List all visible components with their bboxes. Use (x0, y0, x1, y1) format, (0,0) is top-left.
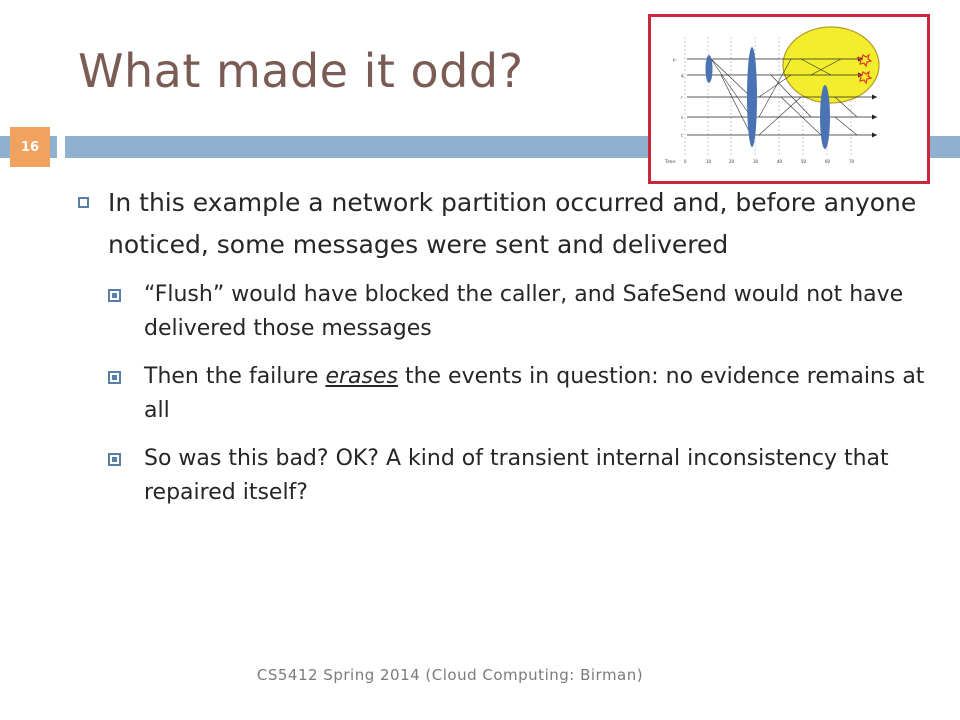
membership-oval (705, 55, 713, 83)
time-tick: 40 (777, 159, 783, 164)
bullet-level1: In this example a network partition occu… (78, 182, 938, 266)
message-line (800, 58, 832, 76)
message-line (810, 58, 842, 76)
message-line (834, 116, 858, 136)
timeline-svg: p q r s t Time: 0 10 20 30 40 50 60 70 (664, 26, 880, 164)
timeline-diagram: p q r s t Time: 0 10 20 30 40 50 60 70 (648, 14, 930, 184)
message-line (758, 96, 802, 136)
arrowhead (872, 94, 877, 100)
row-label: q (681, 73, 684, 78)
message-line (720, 74, 752, 136)
bullet-level2: Then the failure erases the events in qu… (108, 360, 938, 428)
time-tick: 70 (849, 159, 855, 164)
slide-number: 16 (10, 127, 50, 167)
bullet-text-after: the events in question: no evidence rema… (144, 364, 925, 423)
square-bullet-icon (108, 453, 121, 466)
time-tick: 50 (801, 159, 807, 164)
time-tick: 20 (729, 159, 735, 164)
row-label: s (681, 115, 683, 120)
time-tick: 0 (684, 159, 687, 164)
row-label: t (681, 133, 683, 138)
arrowhead (872, 114, 877, 120)
row-label: p (673, 57, 676, 62)
square-bullet-icon (108, 371, 121, 384)
bullet-text: “Flush” would have blocked the caller, a… (144, 282, 904, 341)
time-tick: 60 (825, 159, 831, 164)
message-line (758, 58, 792, 118)
slide-footer: CS5412 Spring 2014 (Cloud Computing: Bir… (256, 666, 644, 684)
bullet-text: In this example a network partition occu… (108, 188, 917, 259)
slide-title: What made it odd? (78, 44, 524, 98)
message-line (758, 74, 792, 98)
message-line (710, 58, 752, 98)
arrowhead (872, 132, 877, 138)
time-tick: 30 (753, 159, 759, 164)
message-line (834, 96, 858, 118)
membership-oval (820, 85, 830, 149)
bullet-text: So was this bad? OK? A kind of transient… (144, 446, 889, 505)
message-line (780, 96, 822, 136)
bullet-text-before: Then the failure (144, 364, 326, 389)
message-line (710, 58, 752, 118)
box-bullet-icon (78, 197, 89, 208)
highlight-ellipse (782, 26, 880, 104)
bullet-level2: “Flush” would have blocked the caller, a… (108, 278, 938, 346)
failure-star-icon (856, 70, 873, 85)
time-axis-label: Time: (664, 159, 676, 164)
bullet-level2: So was this bad? OK? A kind of transient… (108, 442, 938, 510)
message-line (770, 74, 812, 118)
membership-oval (747, 47, 757, 147)
emphasis-text: erases (325, 364, 398, 389)
failure-star-icon (856, 53, 873, 68)
square-bullet-icon (108, 289, 121, 302)
row-label: r (681, 95, 683, 100)
bullet-list: In this example a network partition occu… (78, 182, 938, 524)
time-tick: 10 (706, 159, 712, 164)
